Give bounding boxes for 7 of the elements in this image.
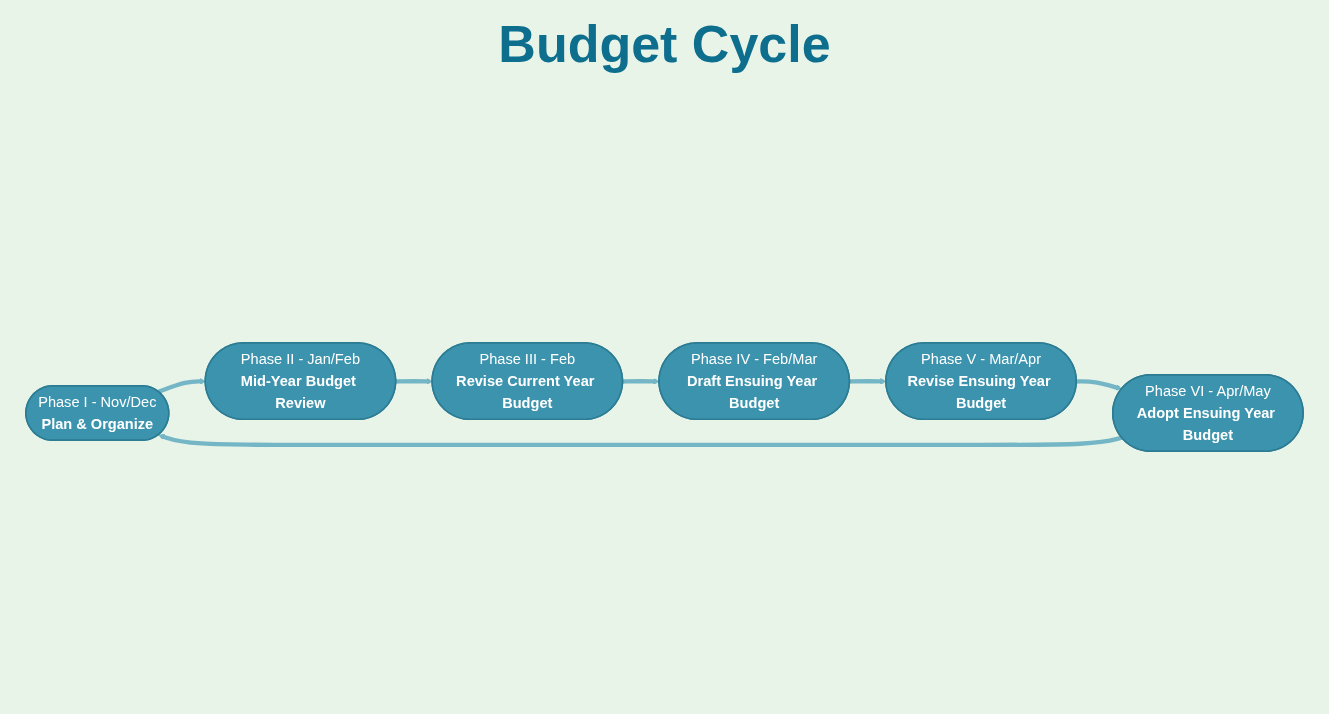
arrow xyxy=(1076,379,1123,391)
arrow xyxy=(395,378,433,385)
arrow xyxy=(157,378,206,394)
arrow xyxy=(158,433,1123,448)
diagram-title: Budget Cycle xyxy=(497,14,832,74)
arrow xyxy=(849,378,887,385)
arrow xyxy=(622,378,660,385)
